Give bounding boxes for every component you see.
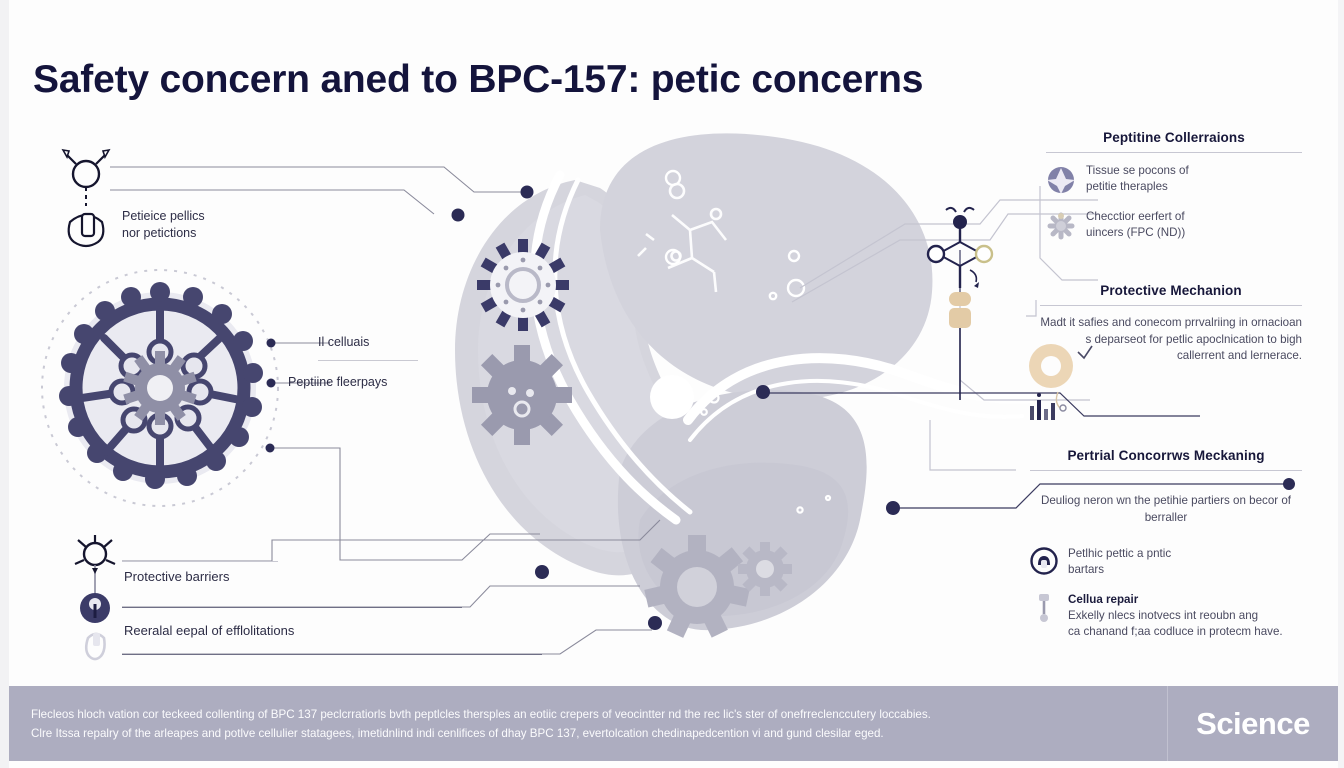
node-icon-bottomleft — [74, 535, 116, 661]
gear-gray-bottom — [644, 535, 750, 638]
page-title: Safety concern aned to BPC-157: petic co… — [33, 58, 924, 101]
section3-paragraph: Deuliog neron wn the petihie partiers on… — [1040, 494, 1292, 524]
wheel-hub-gear — [123, 351, 197, 425]
bottom-callout-rule-0 — [122, 561, 278, 562]
section-peptide-collerraions: Peptitine Collerraions Tissue se pocons … — [1046, 130, 1302, 241]
section3-item-0[interactable]: Petlhic pettic a pntic bartars — [1030, 546, 1302, 578]
molecule-sketch-nodes — [664, 169, 682, 266]
hub-label-0: Il celluais — [318, 335, 370, 349]
bottom-banner: Flecleos hloch vation cor teckeed collen… — [9, 686, 1338, 761]
connector-right-4 — [1026, 300, 1037, 317]
callout-bottom-label-0: Protective barriers — [124, 569, 230, 584]
section1-heading: Peptitine Collerraions — [1103, 130, 1245, 145]
organ-blob-left-inner — [478, 195, 678, 553]
lock-circle-icon — [1030, 547, 1058, 575]
brand-logo: Science — [1167, 686, 1338, 761]
section-pertrial-concorrws: Pertrial Concorrws Meckaning Deuliog ner… — [1030, 448, 1302, 640]
section3-item-1-heading: Cellua repair — [1068, 593, 1139, 606]
peptide-wheel — [41, 269, 279, 507]
page-edge-left — [0, 0, 9, 768]
banner-line-1: Flecleos hloch vation cor teckeed collen… — [31, 707, 931, 721]
capsule-icon — [67, 212, 105, 248]
section-protective-mechanion: Protective Mechanion Madt it safies and … — [1040, 283, 1302, 365]
flow-band-3 — [683, 353, 1035, 425]
hub-label-1: Peptiine fleerpays — [288, 375, 388, 389]
bubble-cluster-bottom — [700, 392, 832, 514]
connector-mid-right — [766, 392, 1200, 417]
flask-icon — [84, 632, 106, 661]
micro-bar-cluster — [1030, 393, 1067, 420]
molecule-icon-mid — [926, 206, 994, 400]
connector-right-6 — [929, 420, 1016, 471]
pin-icon — [1039, 594, 1049, 622]
section3-heading: Pertrial Concorrws Meckaning — [1067, 448, 1265, 463]
section1-item-1-text: Checctior eerfert of uincers (FPC (ND)) — [1086, 210, 1186, 239]
banner-line-2: Clre Itssa repalry of the arleapes and p… — [31, 726, 884, 740]
section3-item-1-text: Cellua repair Exkelly nlecs inotvecs int… — [1068, 593, 1283, 638]
bottom-callout-rule-1 — [122, 607, 462, 608]
connector-bl-2 — [122, 585, 640, 608]
bottom-callout-rule-2 — [122, 654, 542, 655]
gear-dark-large — [477, 239, 569, 331]
section1-item-0[interactable]: Tissue se pocons of petitie theraples — [1046, 163, 1302, 195]
flow-band-2 — [552, 177, 693, 515]
organ-blob-bottom-right — [617, 390, 867, 631]
wheel-teeth — [59, 282, 263, 489]
banner-text: Flecleos hloch vation cor teckeed collen… — [9, 705, 1167, 743]
connector-tl-1 — [110, 166, 524, 193]
organ-blob-left — [455, 180, 692, 576]
molecule-icon-topleft — [61, 148, 111, 248]
section2-heading: Protective Mechanion — [1100, 283, 1242, 298]
organ-blob-bottom-right-shadow — [638, 462, 849, 617]
gear-gray-small — [738, 542, 792, 596]
section3-rule — [1030, 470, 1302, 471]
section2-paragraph: Madt it safies and conecom prrvalriing i… — [1040, 316, 1302, 362]
page-edge-right — [1338, 0, 1344, 768]
central-hub — [650, 375, 694, 419]
bubble-cluster-top — [768, 249, 806, 301]
hub-label-divider — [318, 360, 418, 361]
donut-tail — [1055, 391, 1061, 409]
molecule-sketch — [637, 182, 728, 293]
flower-burst-icon — [1047, 167, 1075, 194]
section3-item-0-text: Petlhic pettic a pntic bartars — [1068, 547, 1172, 576]
connector-bl-1 — [122, 519, 661, 562]
section1-item-1[interactable]: Checctior eerfert of uincers (FPC (ND)) — [1046, 209, 1302, 241]
section1-item-0-text: Tissue se pocons of petitie theraples — [1086, 164, 1189, 193]
flow-band-4 — [688, 378, 1024, 442]
organ-blob-top-right — [600, 133, 933, 401]
callout-bottom-label-1: Reeralal eepal of efflolitations — [124, 623, 295, 638]
section2-rule — [1040, 305, 1302, 306]
flow-band-1 — [530, 170, 681, 525]
connector-wheel-right — [268, 447, 540, 561]
section1-rule — [1046, 152, 1302, 153]
gear-gray-medium — [472, 345, 572, 445]
section3-item-1[interactable]: Cellua repair Exkelly nlecs inotvecs int… — [1030, 592, 1302, 640]
snowflake-icon — [1047, 212, 1075, 240]
shield-dot-icon — [80, 593, 110, 623]
callout-top-label: Petieice pellics nor petictions — [122, 209, 205, 240]
